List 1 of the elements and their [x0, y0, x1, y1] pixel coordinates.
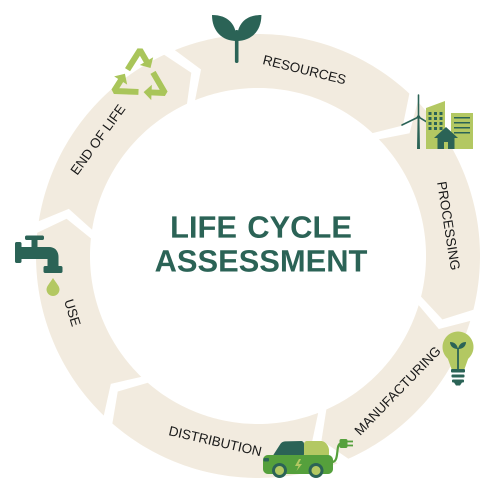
arrow-segment: USE [36, 218, 142, 416]
